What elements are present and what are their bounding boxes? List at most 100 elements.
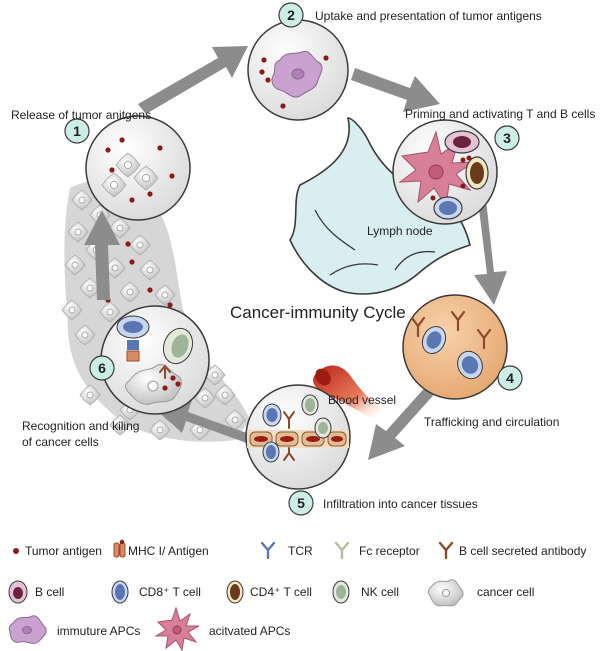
tumor-antigen-dot [169,173,175,179]
step-6-label-line2: of cancer cells [22,435,99,449]
cancer-cell-nucleus [116,421,124,429]
step-6-label-line1: Recognition and kiling [22,419,139,433]
tumor-antigen-dot [119,137,125,143]
step-badge-5: 5 [288,490,314,516]
svg-text:MHC I/ Antigen: MHC I/ Antigen [128,544,209,558]
step-4-label: Trafficking and circulation [424,415,559,429]
svg-text:acitvated APCs: acitvated APCs [209,624,290,638]
cancer-cell-nucleus [68,306,76,314]
antibody-icon [438,541,454,560]
tumor-antigen-dot [125,241,131,247]
step-1-label: Release of tumor anitgens [11,108,151,122]
tumor-antigen-dot [167,302,173,308]
cancer-cell-nucleus [116,224,124,232]
cancer-cell-nucleus [141,173,151,183]
cancer-cell-nucleus [106,308,114,316]
svg-text:NK cell: NK cell [361,585,399,599]
legend-item-immature-apc: immuture APCs [8,615,140,644]
svg-text:2: 2 [287,7,295,23]
legend-item-mhc: MHC I/ Antigen [113,539,209,558]
arrow-4-to-5 [368,383,438,460]
cancer-cell-nucleus [81,331,89,339]
tumor-antigen-dot [129,259,135,265]
svg-text:CD8⁺ T cell: CD8⁺ T cell [139,585,201,599]
step-2-circle [247,19,349,121]
svg-text:3: 3 [503,130,511,146]
tumor-antigen-dot [147,287,153,293]
step-badge-1: 1 [64,118,90,144]
arrow-1-to-2 [138,46,248,114]
svg-text:5: 5 [297,495,305,511]
tumor-antigen-dot [157,145,163,151]
legend-item-fc-receptor: Fc receptor [334,541,420,560]
tumor-antigen-dot [147,191,153,197]
arrow-5-to-6 [155,400,255,445]
svg-text:cancer cell: cancer cell [477,585,534,599]
legend-item-cd4: CD4⁺ T cell [226,580,312,604]
svg-text:immuture APCs: immuture APCs [57,624,140,638]
step-badge-2: 2 [278,2,304,28]
tumor-antigen-dot [109,167,115,173]
step-5-label: Infiltration into cancer tissues [323,497,478,511]
cancer-cell-nucleus [156,426,164,434]
lymph-node-icon [289,117,471,295]
cancer-cell-nucleus [211,371,219,379]
cancer-cell-nucleus [109,180,119,190]
step-badge-3: 3 [494,125,520,151]
fc-receptor-icon [334,541,350,560]
cancer-cell-nucleus [86,391,94,399]
cancer-cell-nucleus [71,261,79,269]
cancer-cell-nucleus [136,241,144,249]
legend-item-cd8: CD8⁺ T cell [111,580,201,604]
cancer-cell-nucleus [74,228,82,236]
step-1-circle [85,115,191,221]
svg-text:Tumor antigen: Tumor antigen [25,544,102,558]
legend-item-antibody: B cell secreted antibody [438,541,586,560]
step-badge-4: 4 [497,365,523,391]
blood-vessel-icon [313,365,384,418]
legend-item-tcr: TCR [260,541,313,560]
arrow-2-to-3 [351,68,440,112]
legend-item-activated-apc: acitvated APCs [154,606,290,651]
cancer-cell-nucleus [78,196,86,204]
svg-text:B cell secreted antibody: B cell secreted antibody [459,544,586,558]
cancer-cell-nucleus [126,288,134,296]
step-2-label: Uptake and presentation of tumor antigen… [315,9,542,23]
legend-item-b-cell: B cell [8,580,64,604]
step-badge-6: 6 [89,355,115,381]
tcr-icon [260,541,276,560]
tumor-antigen-dot [105,147,111,153]
step-6-circle [100,305,210,415]
svg-text:CD4⁺ T cell: CD4⁺ T cell [250,585,312,599]
lymph-node-label: Lymph node [367,224,433,238]
mhc-antigen-icon [113,539,126,558]
blood-vessel-label: Blood vessel [328,393,396,407]
cancer-cell-nucleus [196,426,204,434]
svg-text:6: 6 [98,360,106,376]
step-4-circle [402,294,508,400]
svg-text:4: 4 [506,370,514,386]
svg-text:TCR: TCR [288,544,313,558]
step-3-label: Priming and activating T and B cells [405,107,595,121]
legend-item-nk-cell: NK cell [332,580,399,604]
cycle-arrows [84,46,507,460]
cancer-cell-nucleus [231,416,239,424]
step-3-circle [392,119,498,225]
cancer-cell-nucleus [221,391,229,399]
tumor-antigen-dot [129,197,135,203]
legend-item-cancer-cell: cancer cell [427,579,534,607]
step-5-circle [245,384,351,490]
legend-item-tumor-antigen: Tumor antigen [13,544,102,558]
cancer-cell-nucleus [123,160,133,170]
cancer-cell-nucleus [146,266,154,274]
svg-text:B cell: B cell [35,585,64,599]
arrow-6-to-1 [84,210,120,300]
diagram-title: Cancer-immunity Cycle [230,303,406,322]
cancer-cell-nucleus [86,284,94,292]
cancer-cell-nucleus [161,291,169,299]
tumor-antigen-icon [13,548,19,554]
arrow-3-to-4 [474,200,507,305]
svg-text:Fc receptor: Fc receptor [359,544,420,558]
cancer-cell-nucleus [111,264,119,272]
